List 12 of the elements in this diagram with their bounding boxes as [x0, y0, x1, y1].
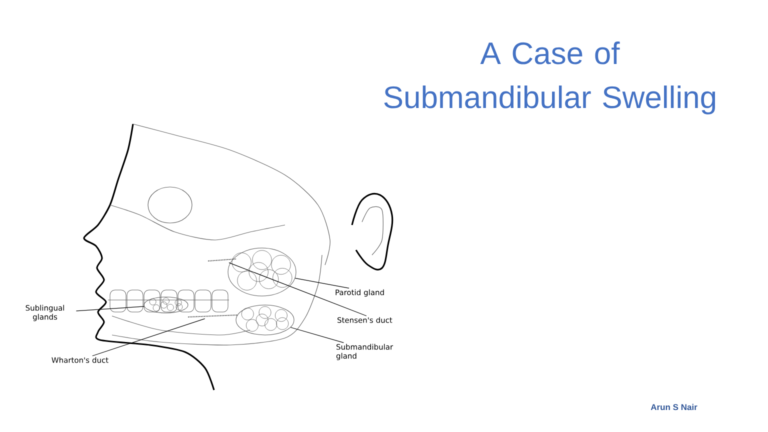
whartons-duct-drawing	[188, 314, 238, 318]
leader-line	[228, 262, 367, 316]
submandibular-gland-drawing	[236, 304, 294, 336]
leader-line	[92, 318, 206, 356]
title: A Case of Submandibular Swelling	[384, 42, 716, 114]
leader-line	[76, 306, 144, 312]
leader-line	[290, 327, 344, 343]
parotid-gland-drawing	[228, 248, 296, 296]
stensens-duct-drawing	[208, 258, 236, 262]
sublingual-gland-drawing	[144, 296, 188, 314]
leader-line	[294, 278, 350, 288]
author-name: Arun S Nair	[650, 404, 698, 410]
